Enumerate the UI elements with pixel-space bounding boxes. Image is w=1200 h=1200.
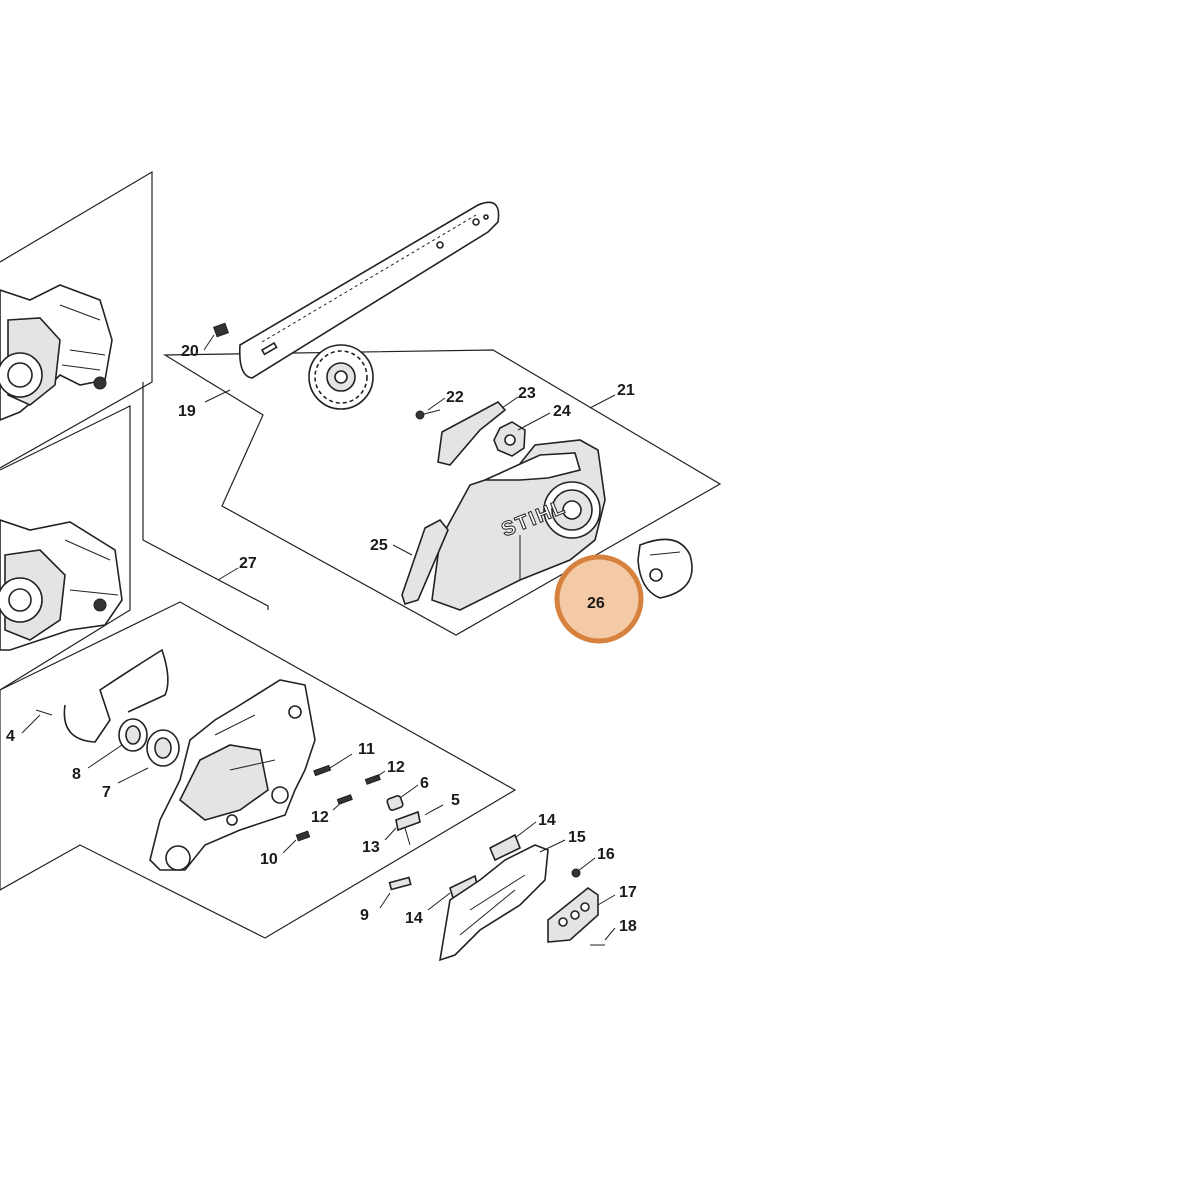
label-part-9[interactable]: 9	[360, 907, 369, 924]
label-part-12b[interactable]: 12	[311, 809, 329, 826]
tensioner-25	[401, 518, 449, 605]
crankcase-upper	[0, 284, 113, 421]
crankcase-lower	[0, 519, 123, 651]
chain-catchers	[438, 833, 549, 962]
small-fittings	[295, 764, 431, 891]
label-part-27[interactable]: 27	[239, 555, 257, 572]
bearings	[118, 718, 180, 767]
label-part-11[interactable]: 11	[358, 741, 375, 758]
label-part-20[interactable]: 20	[181, 343, 199, 360]
sprocket-cover: STIHL	[431, 439, 606, 611]
label-part-21[interactable]: 21	[617, 382, 635, 399]
label-part-4[interactable]: 4	[6, 728, 15, 745]
label-part-26[interactable]: 26	[587, 595, 605, 612]
part-labels: 4 8 7 9 10 11 12 12 6 5 13 14 14 15 16 1…	[6, 343, 637, 935]
assembly-frames	[0, 170, 722, 939]
label-leaders	[21, 334, 637, 941]
label-part-16[interactable]: 16	[597, 846, 615, 863]
label-part-8[interactable]: 8	[72, 766, 81, 783]
label-part-24[interactable]: 24	[553, 403, 571, 420]
catcher-plate-26	[637, 538, 693, 599]
nut-24	[493, 421, 526, 457]
label-part-18[interactable]: 18	[619, 918, 637, 935]
label-part-12a[interactable]: 12	[387, 759, 405, 776]
label-part-13[interactable]: 13	[362, 839, 380, 856]
label-part-14a[interactable]: 14	[538, 812, 556, 829]
label-part-6[interactable]: 6	[420, 775, 429, 792]
label-part-5[interactable]: 5	[451, 792, 460, 809]
guide-bar-assembly	[213, 201, 500, 410]
plate-23	[437, 400, 507, 466]
label-part-10[interactable]: 10	[260, 851, 278, 868]
gasket-4	[35, 648, 169, 743]
highlight-circle[interactable]	[554, 554, 644, 644]
label-part-14b[interactable]: 14	[405, 910, 423, 927]
screw-22	[415, 409, 441, 420]
label-part-17[interactable]: 17	[619, 884, 637, 901]
label-part-7[interactable]: 7	[102, 784, 111, 801]
label-part-23[interactable]: 23	[518, 385, 536, 402]
label-part-25[interactable]: 25	[370, 537, 388, 554]
crankcase-half	[149, 679, 316, 871]
label-part-15[interactable]: 15	[568, 829, 586, 846]
guide-plate-17	[547, 868, 605, 946]
label-part-22[interactable]: 22	[446, 389, 464, 406]
label-part-19[interactable]: 19	[178, 403, 196, 420]
